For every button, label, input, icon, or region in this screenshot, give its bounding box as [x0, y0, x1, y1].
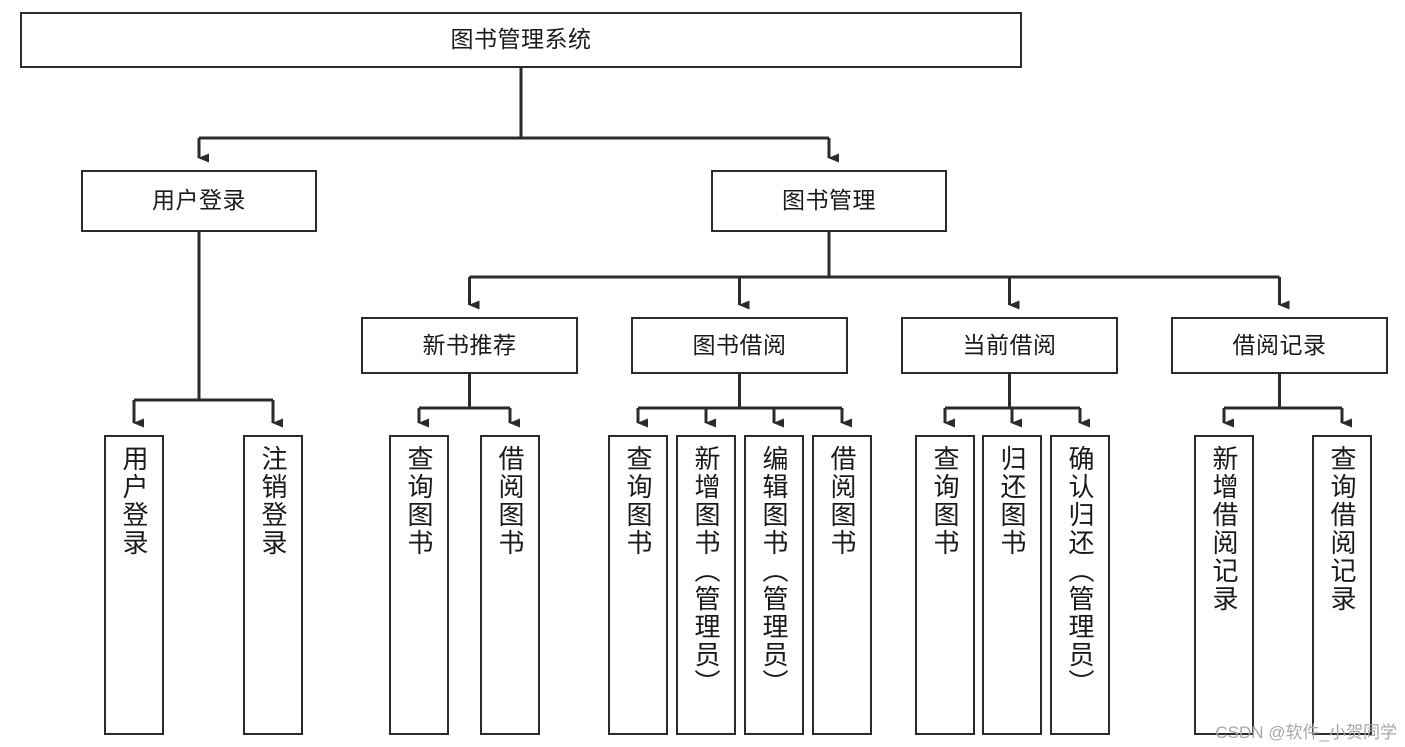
node-leaf-edit-book[interactable]: 编辑图书（管理员）	[744, 435, 804, 735]
node-leaf-user-login[interactable]: 用户登录	[104, 435, 164, 735]
node-leaf-user-logout[interactable]: 注销登录	[243, 435, 303, 735]
node-label: 用户登录	[152, 187, 246, 214]
node-leaf-query-book-1[interactable]: 查询图书	[389, 435, 449, 735]
node-user-login[interactable]: 用户登录	[81, 170, 317, 232]
node-label: 图书管理系统	[450, 26, 592, 53]
node-leaf-add-record[interactable]: 新增借阅记录	[1194, 435, 1254, 735]
node-label: 查询借阅记录	[1327, 445, 1357, 613]
node-borrow-record[interactable]: 借阅记录	[1171, 317, 1388, 374]
node-leaf-query-book-3[interactable]: 查询图书	[915, 435, 975, 735]
node-label: 新增图书（管理员）	[691, 445, 721, 697]
node-leaf-borrow-book-1[interactable]: 借阅图书	[480, 435, 540, 735]
node-label: 借阅记录	[1232, 331, 1327, 358]
node-label: 用户登录	[119, 445, 149, 557]
node-label: 新增借阅记录	[1209, 445, 1239, 613]
node-root-title[interactable]: 图书管理系统	[20, 12, 1022, 68]
node-label: 确认归还（管理员）	[1065, 445, 1095, 697]
node-label: 图书借阅	[692, 331, 787, 358]
node-leaf-query-book-2[interactable]: 查询图书	[608, 435, 668, 735]
node-leaf-confirm-return[interactable]: 确认归还（管理员）	[1050, 435, 1110, 735]
node-leaf-borrow-book-2[interactable]: 借阅图书	[812, 435, 872, 735]
node-current-borrow[interactable]: 当前借阅	[901, 317, 1118, 374]
node-label: 查询图书	[930, 445, 960, 557]
node-label: 新书推荐	[422, 331, 517, 358]
node-new-book-recommend[interactable]: 新书推荐	[361, 317, 578, 374]
node-leaf-query-record[interactable]: 查询借阅记录	[1312, 435, 1372, 735]
node-book-manage[interactable]: 图书管理	[711, 170, 947, 232]
node-label: 当前借阅	[962, 331, 1057, 358]
node-label: 注销登录	[258, 445, 288, 557]
node-label: 查询图书	[623, 445, 653, 557]
node-label: 借阅图书	[827, 445, 857, 557]
node-leaf-return-book[interactable]: 归还图书	[982, 435, 1042, 735]
node-label: 归还图书	[997, 445, 1027, 557]
node-label: 图书管理	[782, 187, 876, 214]
node-label: 查询图书	[404, 445, 434, 557]
node-leaf-add-book[interactable]: 新增图书（管理员）	[676, 435, 736, 735]
node-book-borrow[interactable]: 图书借阅	[631, 317, 848, 374]
node-label: 借阅图书	[495, 445, 525, 557]
node-label: 编辑图书（管理员）	[759, 445, 789, 697]
